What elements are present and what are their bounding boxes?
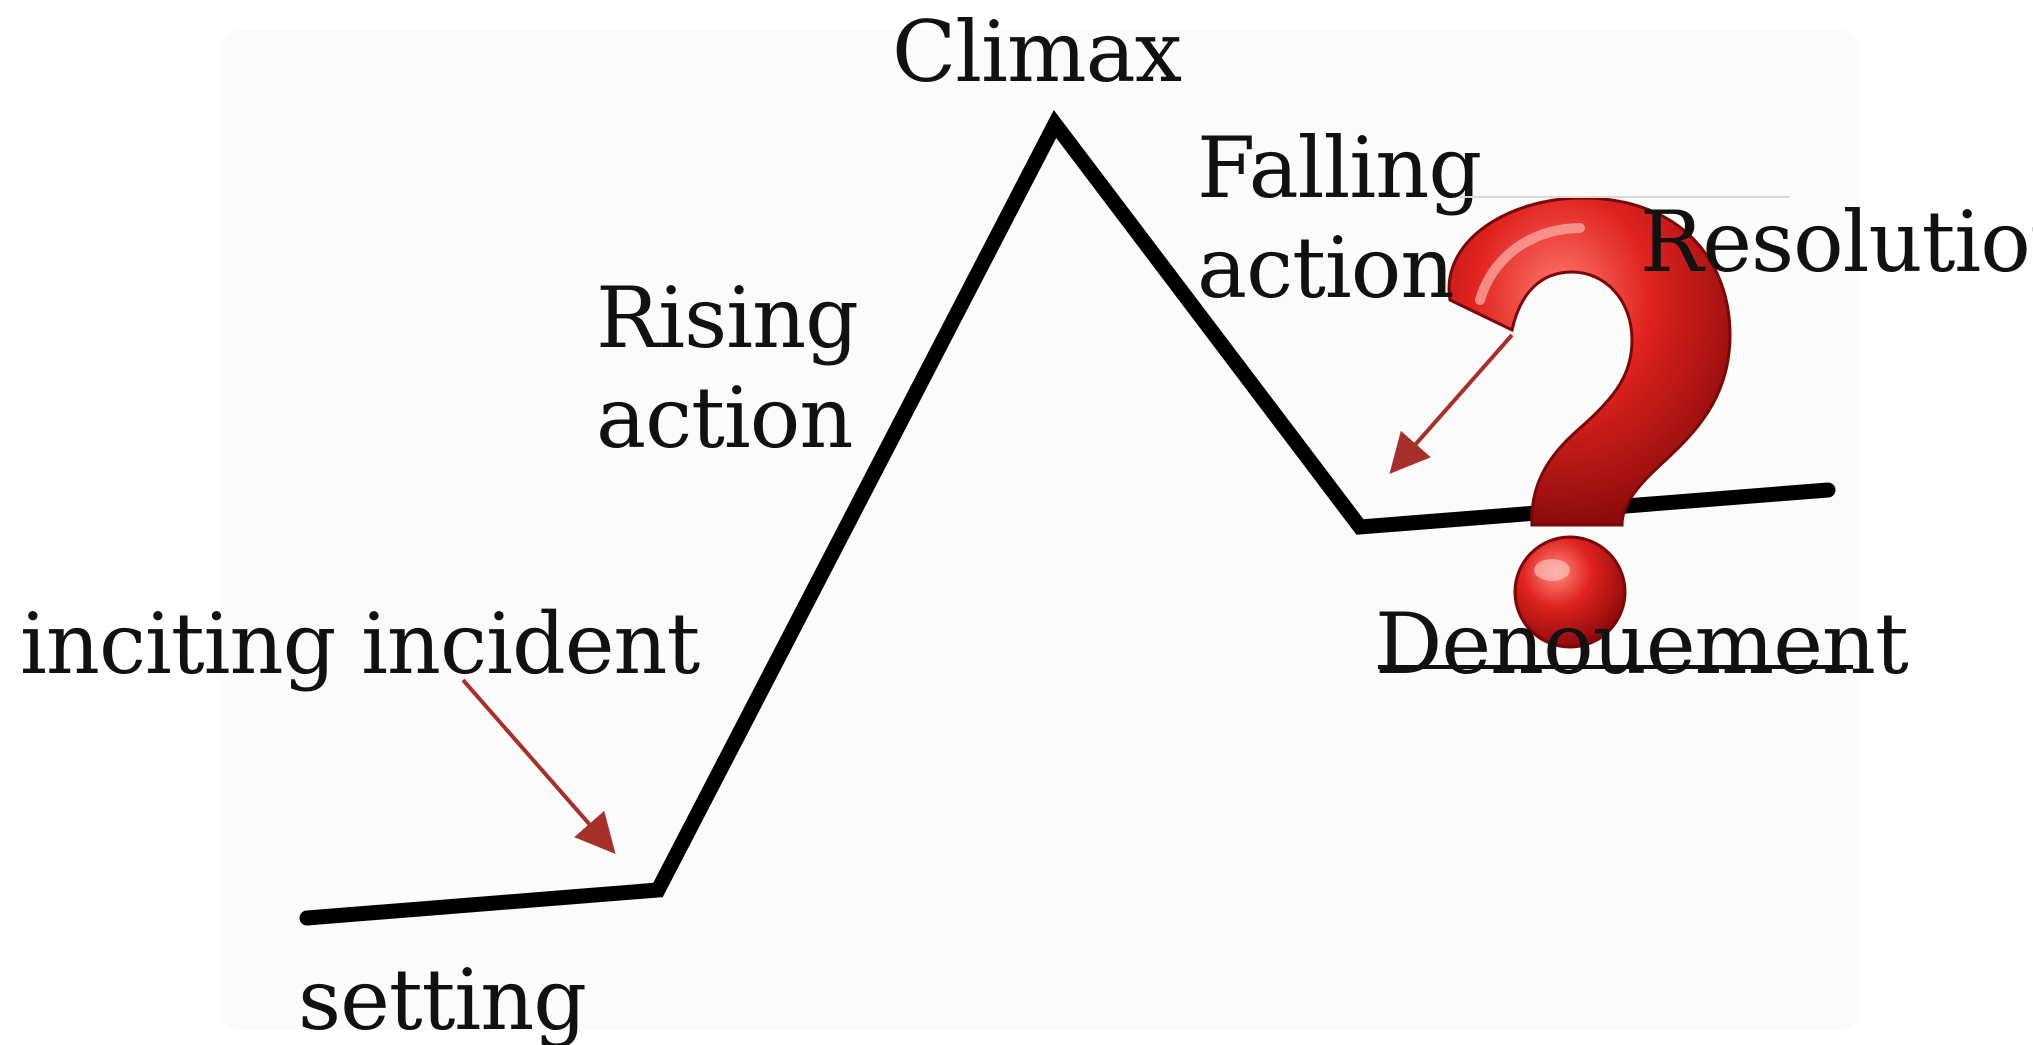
falling-action-label: Falling action [1197, 118, 1482, 318]
resolution-label: Resolution [1640, 193, 2033, 291]
falling-action-line-2: action [1197, 219, 1454, 317]
rising-action-line-2: action [596, 369, 853, 467]
question-mark-icon [1447, 196, 1732, 649]
denouement-label: Denouement [1375, 595, 1909, 693]
inciting-incident-arrow [461, 678, 616, 855]
climax-label: Climax [892, 3, 1182, 101]
denouement-arrow [1389, 333, 1514, 475]
plot-line [299, 109, 1836, 926]
rising-action-label: Rising action [596, 268, 859, 468]
inciting-incident-label: inciting incident [20, 595, 700, 693]
falling-action-line-1: Falling [1197, 119, 1482, 217]
denouement-strikethrough [1378, 665, 1853, 669]
resolution-overlap-edge [1460, 196, 1790, 198]
setting-label: setting [298, 951, 587, 1045]
rising-action-line-1: Rising [596, 269, 859, 367]
